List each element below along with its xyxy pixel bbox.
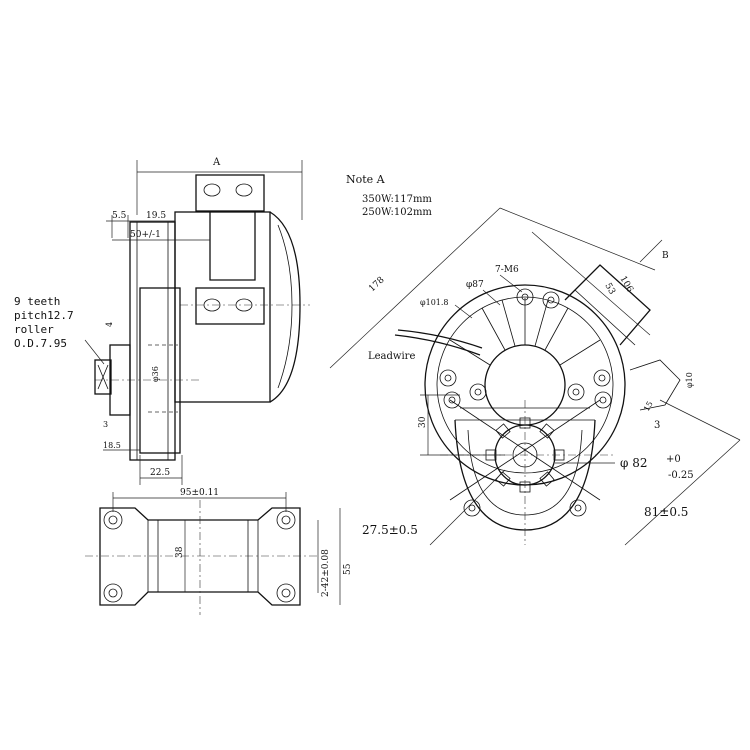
side-view: A 5.5 19.5 50+/-1 φ36 4 [84,157,310,485]
dim-106: 106 [617,275,634,295]
note-line-250w: 250W:102mm [362,207,432,218]
front-view: 178 B 106 53 [329,207,741,546]
dim-phi87: φ87 [466,280,484,290]
sprocket-pitch: pitch12.7 [14,309,74,322]
dim-15: 15 [642,400,655,413]
dim-53: 53 [602,282,617,297]
dim-3-side: 3 [103,420,108,429]
tol-plus: +0 [666,454,681,465]
dim-7-m6: 7-M6 [495,265,519,275]
dim-b: B [662,251,669,261]
bolt-holes [439,288,612,517]
dim-30: 30 [418,416,428,428]
dim-178: 178 [367,275,387,294]
dim-phi36: φ36 [151,366,160,382]
sprocket-note: 9 teeth pitch12.7 roller O.D.7.95 [14,295,74,350]
sprocket-roller: roller [14,323,54,336]
leadwire-label: Leadwire [368,351,415,362]
dim-19-5: 19.5 [146,211,166,221]
dim-2-42: 2-42±0.08 [321,549,331,597]
dim-95: 95±0.11 [180,488,219,498]
note-title: Note A [346,173,386,186]
dim-50: 50+/-1 [130,230,161,240]
dim-3-front: 3 [654,420,660,431]
sprocket-od: O.D.7.95 [14,337,67,350]
dim-5-5: 5.5 [112,211,127,221]
note-a: Note A 350W:117mm 250W:102mm [346,173,432,218]
dim-phi82: φ 82 [620,456,648,470]
dim-phi10: φ10 [685,372,694,388]
dim-4: 4 [105,322,114,327]
dim-27-5: 27.5±0.5 [362,523,418,537]
dim-a-label: A [212,157,221,168]
dim-38: 38 [175,546,185,558]
dim-18-5: 18.5 [103,441,121,450]
tol-minus: -0.25 [668,470,694,481]
dim-22-5: 22.5 [150,468,170,478]
dim-81: 81±0.5 [644,505,688,519]
dim-55: 55 [343,563,353,575]
sprocket-teeth: 9 teeth [14,295,60,308]
bottom-view: 95±0.11 38 2-42±0.08 55 [85,488,353,615]
dim-phi101: φ101.8 [420,298,449,307]
note-line-350w: 350W:117mm [362,194,432,205]
